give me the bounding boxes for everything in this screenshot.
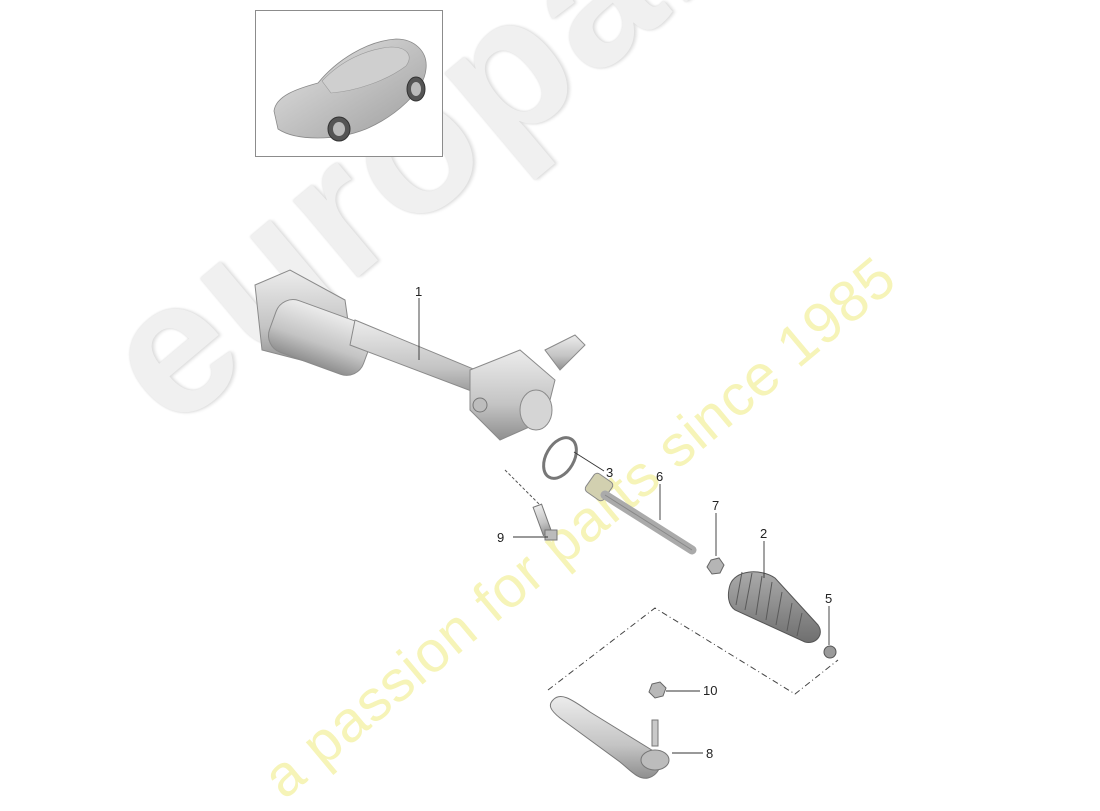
bellows-boot[interactable] (727, 571, 821, 644)
assembly-outline (547, 607, 839, 695)
callout-5[interactable]: 5 (825, 591, 833, 606)
flange-nut[interactable] (648, 681, 667, 699)
nut[interactable] (706, 557, 725, 575)
clamp[interactable] (823, 645, 837, 659)
callout-3[interactable]: 3 (606, 465, 614, 480)
callout-10[interactable]: 10 (703, 683, 718, 698)
tie-rod-end[interactable] (549, 696, 670, 779)
callout-8[interactable]: 8 (706, 746, 714, 761)
vehicle-thumbnail (255, 10, 443, 157)
leader-lines (418, 298, 830, 754)
callout-7[interactable]: 7 (712, 498, 720, 513)
steering-gear[interactable] (254, 269, 586, 441)
car-icon (273, 38, 427, 142)
o-ring[interactable] (537, 432, 583, 484)
callout-2[interactable]: 2 (760, 526, 768, 541)
callout-6[interactable]: 6 (656, 469, 664, 484)
callout-1[interactable]: 1 (415, 284, 423, 299)
callout-9[interactable]: 9 (497, 530, 505, 545)
bolt[interactable] (504, 469, 558, 541)
inner-tie-rod[interactable] (584, 472, 697, 555)
